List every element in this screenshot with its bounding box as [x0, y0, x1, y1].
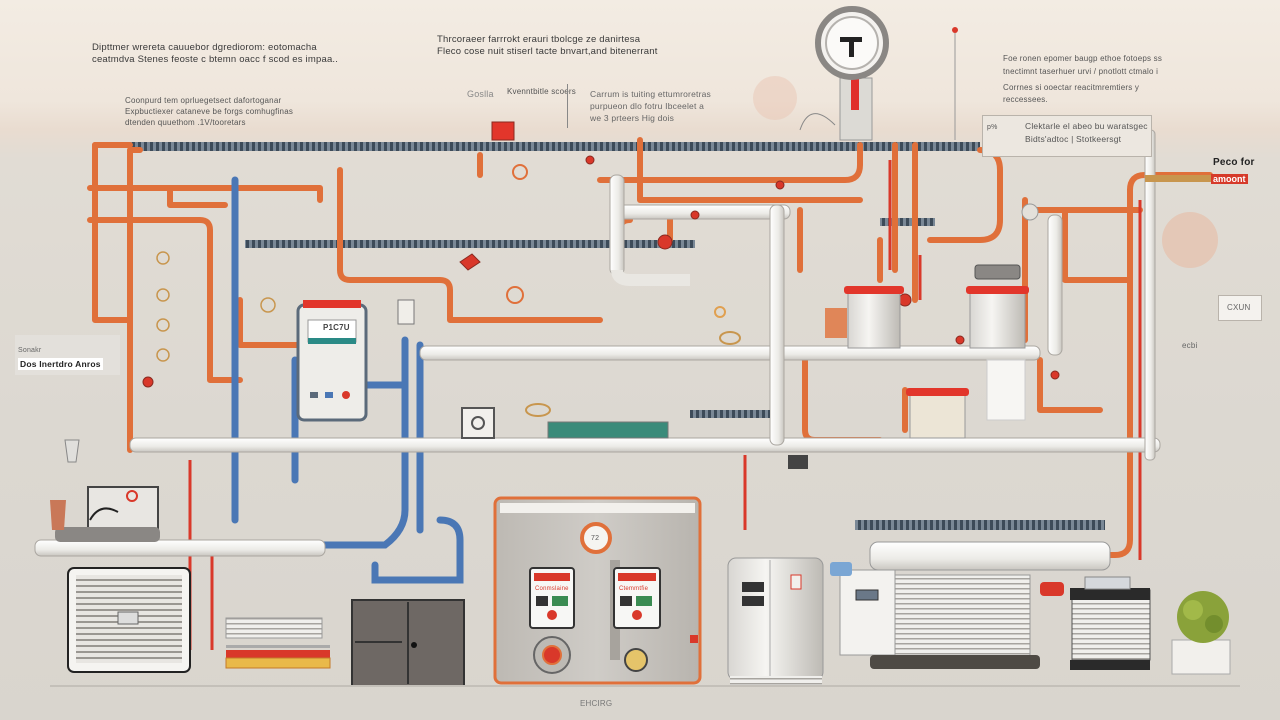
boiler-badge: 72 [591, 535, 600, 542]
right-callout: p% Clektarle el abeo bu waratsgec Bidts'… [982, 115, 1152, 157]
water-tanks [825, 264, 1029, 439]
right-panel-screen: Ctemmtfie [619, 586, 649, 592]
annotation-line: Fleco cose nuit stiserl tacte bnvart,and… [437, 46, 658, 57]
left-panel-screen: Conmslaine [535, 586, 569, 592]
annotation-top-right-heading: Foe ronen epomer baugp ethoe fotoeps ss … [1003, 52, 1183, 78]
small-logo-text: Goslla [467, 89, 494, 99]
pump-motor [50, 486, 160, 542]
bottom-caption: EHCIRG [580, 699, 613, 708]
thermostat-display: P1C7U [323, 323, 350, 332]
wall-thermostat [296, 300, 368, 422]
condenser-unit-right [1070, 576, 1151, 670]
annotation-line: Thrcoraeer farrrokt erauri tbolcge ze da… [437, 34, 641, 45]
annotation-line: purpueon dlo fotru Ibceelet a [590, 101, 705, 111]
annotation-line: Bidts'adtoc | Stotkeersgt [1025, 134, 1122, 144]
annotation-line: Clektarle el abeo bu waratsgec [1025, 121, 1148, 131]
callout-tag: p% [987, 124, 998, 131]
annotation-line: we 3 prteers Hig dois [590, 113, 675, 123]
annotation-top-left-heading: Dipttmer wrereta cauuebor dgrediorom: eo… [92, 42, 362, 66]
annotation-top-center-heading: Thrcoraeer farrrokt erauri tbolcge ze da… [437, 34, 677, 58]
storage-cabinet [351, 599, 465, 687]
right-badge-bottom: ecbi [1182, 341, 1198, 350]
annotation-line: Dipttmer wrereta cauuebor dgrediorom: eo… [92, 42, 317, 53]
left-side-label-box: Sonakr Dos Inertdro Anros [15, 335, 120, 375]
air-handler-unit [830, 520, 1111, 669]
water-heater [727, 557, 824, 686]
decorative-shapes [64, 27, 1218, 463]
annotation-top-right-sub: Corrnes si ooectar reacitmremtiers y rec… [1003, 83, 1140, 104]
main-supply-duct [130, 142, 980, 248]
annotation-line: tnectimnt taserhuer urvi / pnotlott ctma… [1003, 67, 1159, 76]
annotation-line: ceatmdva Stenes feoste c btemn oacc f sc… [92, 54, 339, 65]
valves [142, 121, 1121, 596]
pressure-gauge [815, 6, 889, 141]
annotation-line: Carrum is tuiting ettumroretras [590, 89, 711, 99]
brass-pipe [1145, 175, 1215, 182]
small-dials [156, 251, 276, 362]
right-edge-tag: amoont [1211, 174, 1248, 184]
annotation-line: Expbuctiexer cataneve be forgs comhugfin… [125, 107, 294, 116]
potted-plant [1171, 591, 1231, 675]
right-badge: CXUN [1218, 295, 1262, 321]
annotation-top-left-sub: Coonpurd tem oprluegetsect dafortoganar … [125, 95, 295, 128]
right-edge-label: Peco for [1213, 157, 1255, 168]
label-main: Dos Inertdro Anros [18, 358, 103, 370]
badge-text: CXUN [1227, 303, 1251, 312]
annotation-line: Coonpurd tem oprluegetsect dafortoganar [125, 96, 282, 105]
annotation-line: dtenden quuethom .1V/tooretars [125, 118, 246, 127]
junction-boxes [397, 299, 808, 469]
center-callout: Carrum is tuiting ettumroretras purpueon… [567, 84, 748, 128]
outdoor-ac-unit-left [67, 567, 191, 673]
white-pipes [34, 129, 1215, 557]
annotation-line: Foe ronen epomer baugp ethoe fotoeps ss [1003, 54, 1163, 63]
boiler-control-cabinet [493, 496, 702, 685]
label-small: Sonakr [18, 347, 42, 354]
baseboard-radiator [225, 617, 331, 669]
small-caption: Kvenntbitle scoers [507, 87, 576, 96]
